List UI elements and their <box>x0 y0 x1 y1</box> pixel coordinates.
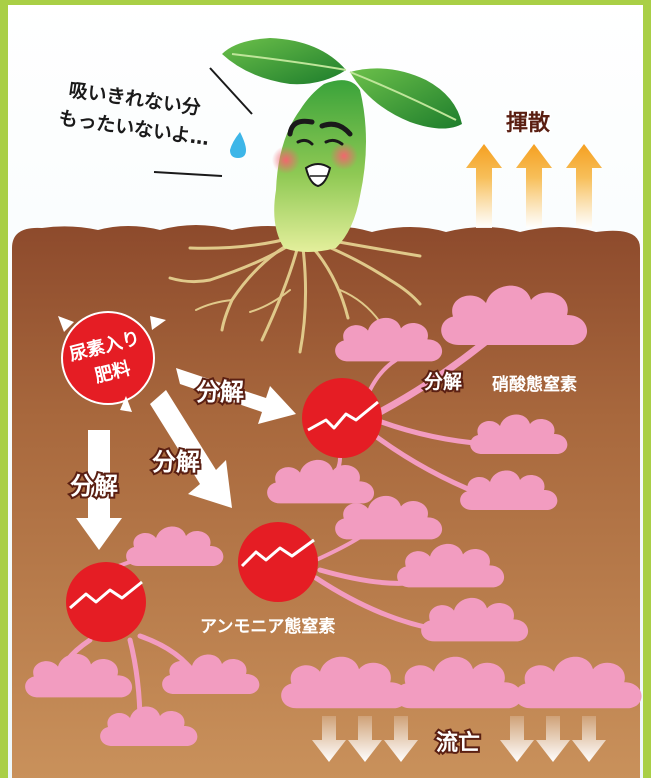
cracked-granule-lower <box>66 562 146 642</box>
ammonium-nitrogen-label: アンモニア態窒素 <box>200 616 335 637</box>
cracked-granule-nitrate <box>302 378 382 458</box>
decompose-label-middle: 分解 <box>152 448 200 476</box>
plant-face <box>272 118 358 188</box>
down-arrow <box>312 716 346 762</box>
sweat-drop-icon <box>230 132 246 158</box>
down-arrow <box>500 716 534 762</box>
arrow-right <box>176 368 296 424</box>
volatilization-label: 揮散 <box>506 111 551 136</box>
down-arrow <box>348 716 382 762</box>
down-arrow <box>572 716 606 762</box>
down-arrow <box>536 716 570 762</box>
fertilizer-granule: 尿素入り 肥料 <box>61 311 155 405</box>
top-green-bar <box>0 0 651 5</box>
nitrogen-streams <box>57 326 504 727</box>
up-arrow <box>566 144 602 228</box>
left-green-bar <box>0 0 8 778</box>
nitrate-nitrogen-label: 硝酸態窒素 <box>492 374 577 395</box>
decompose-label-right: 分解 <box>424 370 462 393</box>
up-arrow <box>516 144 552 228</box>
up-arrow <box>466 144 502 228</box>
arrow-down <box>76 430 122 550</box>
decompose-label-left: 分解 <box>70 472 118 500</box>
burst-arrows <box>58 316 166 412</box>
arrow-diagonal <box>150 390 232 508</box>
speech-lines <box>153 67 253 177</box>
right-green-bar <box>643 0 651 778</box>
decompose-label-upper: 分解 <box>196 378 244 406</box>
volatilization-arrows <box>466 144 602 228</box>
runoff-label: 流亡 <box>436 730 480 756</box>
cracked-granule-ammonium <box>238 522 318 602</box>
runoff-arrows <box>312 716 606 762</box>
cracked-granules <box>66 378 382 642</box>
down-arrow <box>384 716 418 762</box>
decompose-arrows <box>76 368 296 550</box>
